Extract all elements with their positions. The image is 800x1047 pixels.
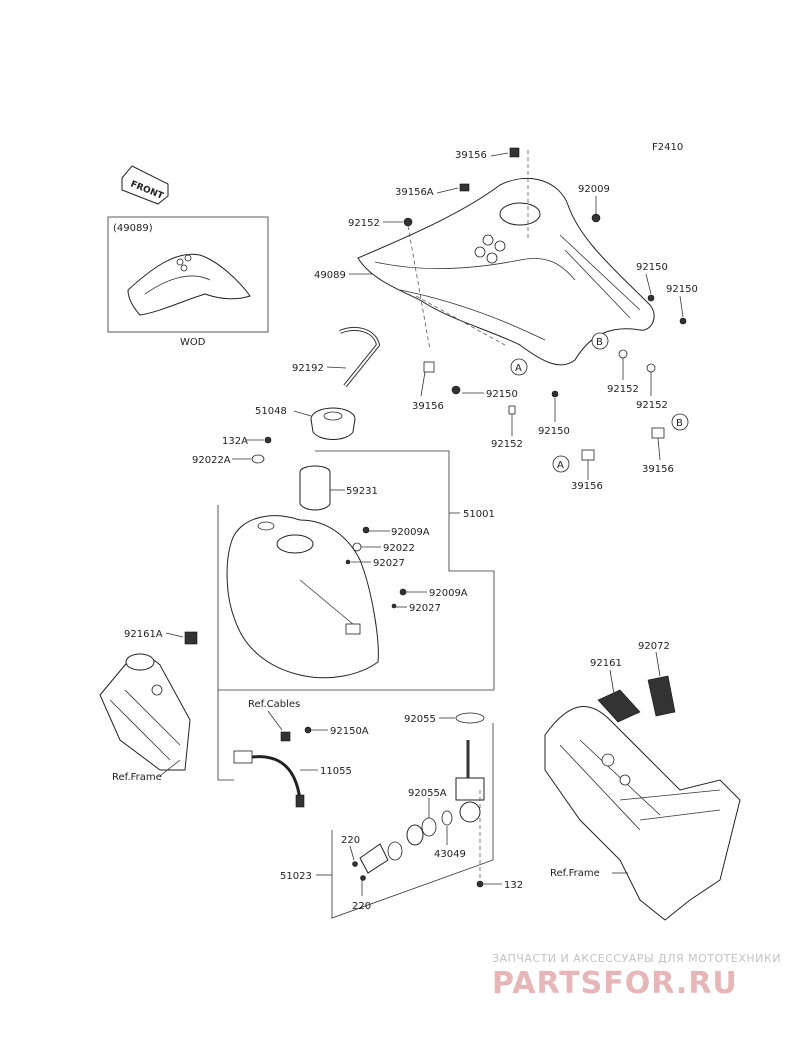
callout-92009A-2: 92009A <box>429 588 468 599</box>
strainer <box>406 824 424 846</box>
inset-wod: (49089) WOD <box>107 216 269 348</box>
clip-39156-low <box>581 449 595 461</box>
callout-51023: 51023 <box>280 871 312 882</box>
callout-92152-r: 92152 <box>636 400 668 411</box>
callout-92022A: 92022A <box>192 455 231 466</box>
breather-hose-92192 <box>339 326 381 388</box>
callout-92027-2: 92027 <box>409 603 441 614</box>
screw-220-bot <box>360 875 366 881</box>
callout-92150-low: 92150 <box>538 426 570 437</box>
svg-text:B: B <box>596 337 603 348</box>
fuel-cock <box>455 740 485 880</box>
callout-59231: 59231 <box>346 486 378 497</box>
grommet-92009 <box>591 213 601 223</box>
bolt-132A <box>264 436 272 444</box>
fuel-tank <box>226 515 379 679</box>
inset-ref: (49089) <box>113 223 153 234</box>
clip-39156-top <box>509 147 520 158</box>
marker-a2: A <box>552 455 570 473</box>
callout-92150-r1: 92150 <box>636 262 668 273</box>
clip-39156A <box>459 183 470 192</box>
ref-frame-right <box>544 706 741 921</box>
callout-39156-low: 39156 <box>571 481 603 492</box>
fuel-hose-11055 <box>233 750 305 808</box>
callout-92150A: 92150A <box>330 726 369 737</box>
callout-92009: 92009 <box>578 184 610 195</box>
callout-49089: 49089 <box>314 270 346 281</box>
svg-text:B: B <box>676 418 683 429</box>
figure-code: F2410 <box>652 142 683 153</box>
callout-92150-mid: 92150 <box>486 389 518 400</box>
clip-39156-b <box>651 427 665 439</box>
front-arrow-icon: FRONT <box>121 165 169 205</box>
callout-43049: 43049 <box>434 849 466 860</box>
ref-cables-label: Ref.Cables <box>248 699 300 710</box>
callout-92055A: 92055A <box>408 788 447 799</box>
callout-51001: 51001 <box>463 509 495 520</box>
callout-39156-b: 39156 <box>642 464 674 475</box>
callout-92161A: 92161A <box>124 629 163 640</box>
callout-92072: 92072 <box>638 641 670 652</box>
svg-text:A: A <box>515 363 522 374</box>
marker-b1: B <box>591 332 609 350</box>
callout-132: 132 <box>504 880 523 891</box>
gasket <box>387 841 403 861</box>
callout-39156-top: 39156 <box>455 150 487 161</box>
ref-frame-left-label: Ref.Frame <box>112 772 162 783</box>
callout-92161: 92161 <box>590 658 622 669</box>
callout-92152-mid: 92152 <box>607 384 639 395</box>
damper-92161 <box>597 689 641 723</box>
callout-39156-mid: 39156 <box>412 401 444 412</box>
watermark-tagline: ЗАПЧАСТИ И АКСЕССУАРЫ ДЛЯ МОТОТЕХНИКИ <box>492 952 781 965</box>
fuel-cock-51023-group <box>331 723 494 919</box>
clamp-92150A-a <box>280 731 291 742</box>
callout-51048: 51048 <box>255 406 287 417</box>
callout-11055: 11055 <box>320 766 352 777</box>
oring-92055A <box>421 817 437 837</box>
seal-43049 <box>441 810 453 826</box>
callout-92055: 92055 <box>404 714 436 725</box>
ref-frame-right-label: Ref.Frame <box>550 868 600 879</box>
inset-shroud-outline <box>127 253 251 316</box>
filler-cap-51048 <box>310 407 356 440</box>
marker-a1: A <box>510 358 528 376</box>
bolt-92150-r1 <box>647 294 655 302</box>
callout-92192: 92192 <box>292 363 324 374</box>
collar-92152-mid <box>618 349 628 359</box>
bolt-92150-r2 <box>679 317 687 325</box>
collar-92152-low <box>508 405 516 415</box>
band-92072 <box>647 675 676 717</box>
collar-92152-r <box>646 363 656 373</box>
callout-220-bot: 220 <box>352 901 371 912</box>
callout-92009A-1: 92009A <box>391 527 430 538</box>
clip-39156-mid <box>423 361 435 373</box>
bolt-92150-mid <box>451 385 461 395</box>
lever-plate <box>359 843 389 874</box>
inset-caption: WOD <box>180 337 206 348</box>
gasket-92055 <box>455 712 485 724</box>
callout-132A: 132A <box>222 436 248 447</box>
callout-92022: 92022 <box>383 543 415 554</box>
callout-92150-r2: 92150 <box>666 284 698 295</box>
marker-b2: B <box>671 413 689 431</box>
callout-92152-low: 92152 <box>491 439 523 450</box>
bolt-92150A <box>304 726 312 734</box>
svg-text:A: A <box>557 460 564 471</box>
ref-frame-left <box>99 653 191 771</box>
watermark-logo: PARTSFOR.RU <box>492 966 738 1001</box>
bolt-132 <box>476 880 484 888</box>
callout-39156A: 39156A <box>395 187 434 198</box>
callout-92027-1: 92027 <box>373 558 405 569</box>
damper-92161A <box>184 631 198 645</box>
washer-92022A <box>251 454 265 464</box>
callout-92152-top: 92152 <box>348 218 380 229</box>
grommet-92152-top <box>403 217 413 227</box>
bolt-92150-low <box>551 390 559 398</box>
callout-220-top: 220 <box>341 835 360 846</box>
shroud-49089 <box>357 177 655 366</box>
filter-59231 <box>299 465 331 511</box>
screw-220-top <box>352 861 358 867</box>
